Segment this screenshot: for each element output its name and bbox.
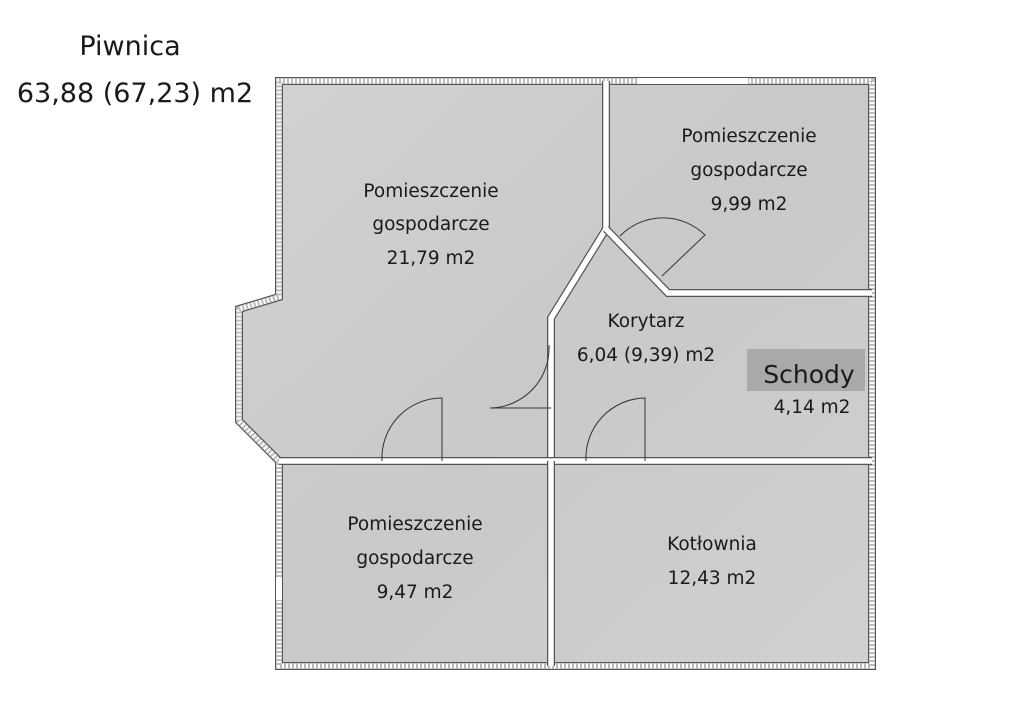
- room-label: Pomieszczenie gospodarcze 9,99 m2: [681, 126, 816, 215]
- stairs-label-bg: [747, 349, 865, 391]
- room-area: 6,04 (9,39) m2: [577, 345, 715, 366]
- room-name: gospodarcze: [356, 548, 473, 569]
- room-label: Pomieszczenie gospodarcze 9,47 m2: [347, 514, 482, 603]
- interior-walls: [279, 81, 872, 666]
- room-name: Pomieszczenie: [347, 514, 482, 535]
- floor-area-total: 63,88 (67,23) m2: [17, 78, 253, 109]
- door-swing: [489, 344, 551, 409]
- room-name: gospodarcze: [372, 214, 489, 235]
- floor-area: [239, 81, 872, 666]
- door-swing: [381, 397, 443, 462]
- room-area: 21,79 m2: [387, 248, 476, 269]
- door-swing: [619, 217, 706, 277]
- room-area: 9,47 m2: [377, 582, 454, 603]
- room-name: gospodarcze: [690, 160, 807, 181]
- door-swing: [585, 397, 646, 462]
- room-label: Korytarz 6,04 (9,39) m2: [577, 311, 715, 366]
- room-area: 4,14 m2: [774, 397, 851, 418]
- room-label: Pomieszczenie gospodarcze 21,79 m2: [363, 181, 498, 269]
- room-name: Korytarz: [608, 311, 685, 332]
- floor-title: Piwnica: [79, 31, 180, 62]
- doors: [381, 217, 706, 462]
- room-name: Pomieszczenie: [681, 126, 816, 147]
- room-label: Schody 4,14 m2: [763, 360, 855, 418]
- room-area: 12,43 m2: [668, 568, 757, 589]
- room-label: Kotłownia 12,43 m2: [667, 534, 757, 589]
- room-name: Kotłownia: [667, 534, 757, 555]
- room-area: 9,99 m2: [711, 194, 788, 215]
- room-name: Schody: [763, 360, 855, 389]
- room-name: Pomieszczenie: [363, 181, 498, 202]
